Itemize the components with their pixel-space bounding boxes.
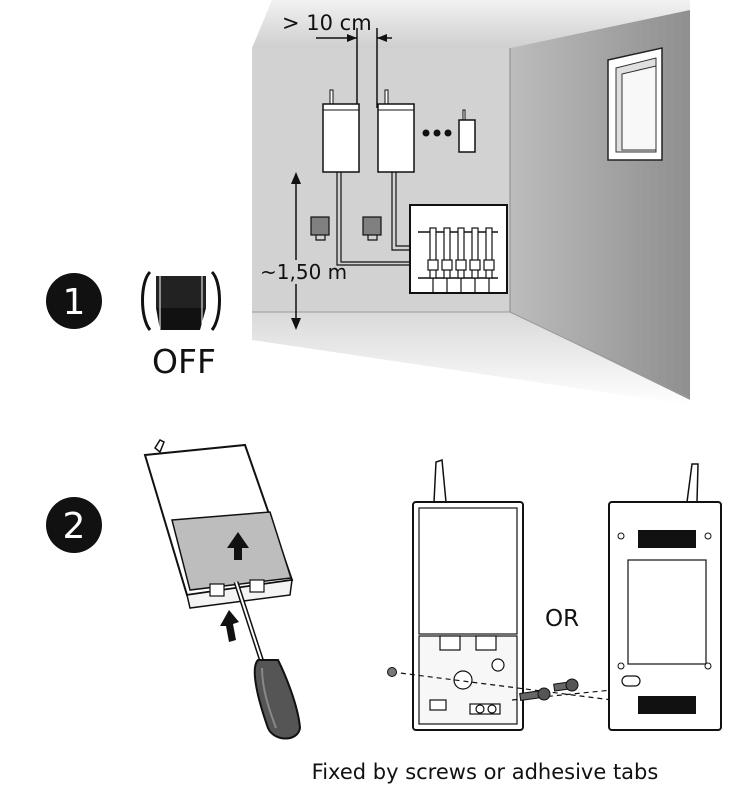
spacing-label: > 10 cm (282, 11, 372, 35)
screw-icon (519, 687, 551, 702)
wall-junction-box-1 (310, 216, 330, 236)
wall-junction-box-2 (362, 216, 382, 236)
step-2-number: 2 (63, 506, 86, 547)
arrow-push-icon (220, 610, 239, 642)
more-units-dots (422, 129, 452, 137)
receiver-unit-2 (377, 89, 415, 173)
adhesive-tab-bottom (638, 696, 696, 714)
window (607, 47, 663, 161)
step-1-number: 1 (63, 282, 86, 323)
device-cover-removal (143, 439, 302, 740)
room-illustration: > 10 cm (252, 0, 691, 405)
device-front-open (412, 458, 524, 731)
power-off-label: OFF (152, 342, 216, 381)
device-back (608, 463, 722, 731)
receiver-unit-1 (322, 89, 360, 173)
installation-caption: Fixed by screws or adhesive tabs (311, 760, 659, 784)
step-1-badge: 1 (46, 273, 102, 329)
ceiling (252, 0, 690, 48)
floor (252, 312, 690, 405)
arrow-up-icon (227, 532, 249, 560)
screw-icon (553, 678, 579, 692)
cables (315, 172, 430, 266)
power-switch-off-icon (141, 266, 221, 336)
spacing-dimension (316, 28, 392, 108)
height-dimension (291, 172, 301, 330)
small-receiver-unit (458, 109, 476, 153)
heating-manifold (409, 204, 508, 294)
height-label: ~1,50 m (260, 260, 347, 284)
device-cover (171, 511, 292, 591)
screwdriver (233, 581, 302, 740)
mounting-screws (387, 667, 613, 702)
or-label: OR (545, 606, 579, 632)
adhesive-tab-top (638, 530, 696, 548)
step-2-badge: 2 (46, 497, 102, 553)
